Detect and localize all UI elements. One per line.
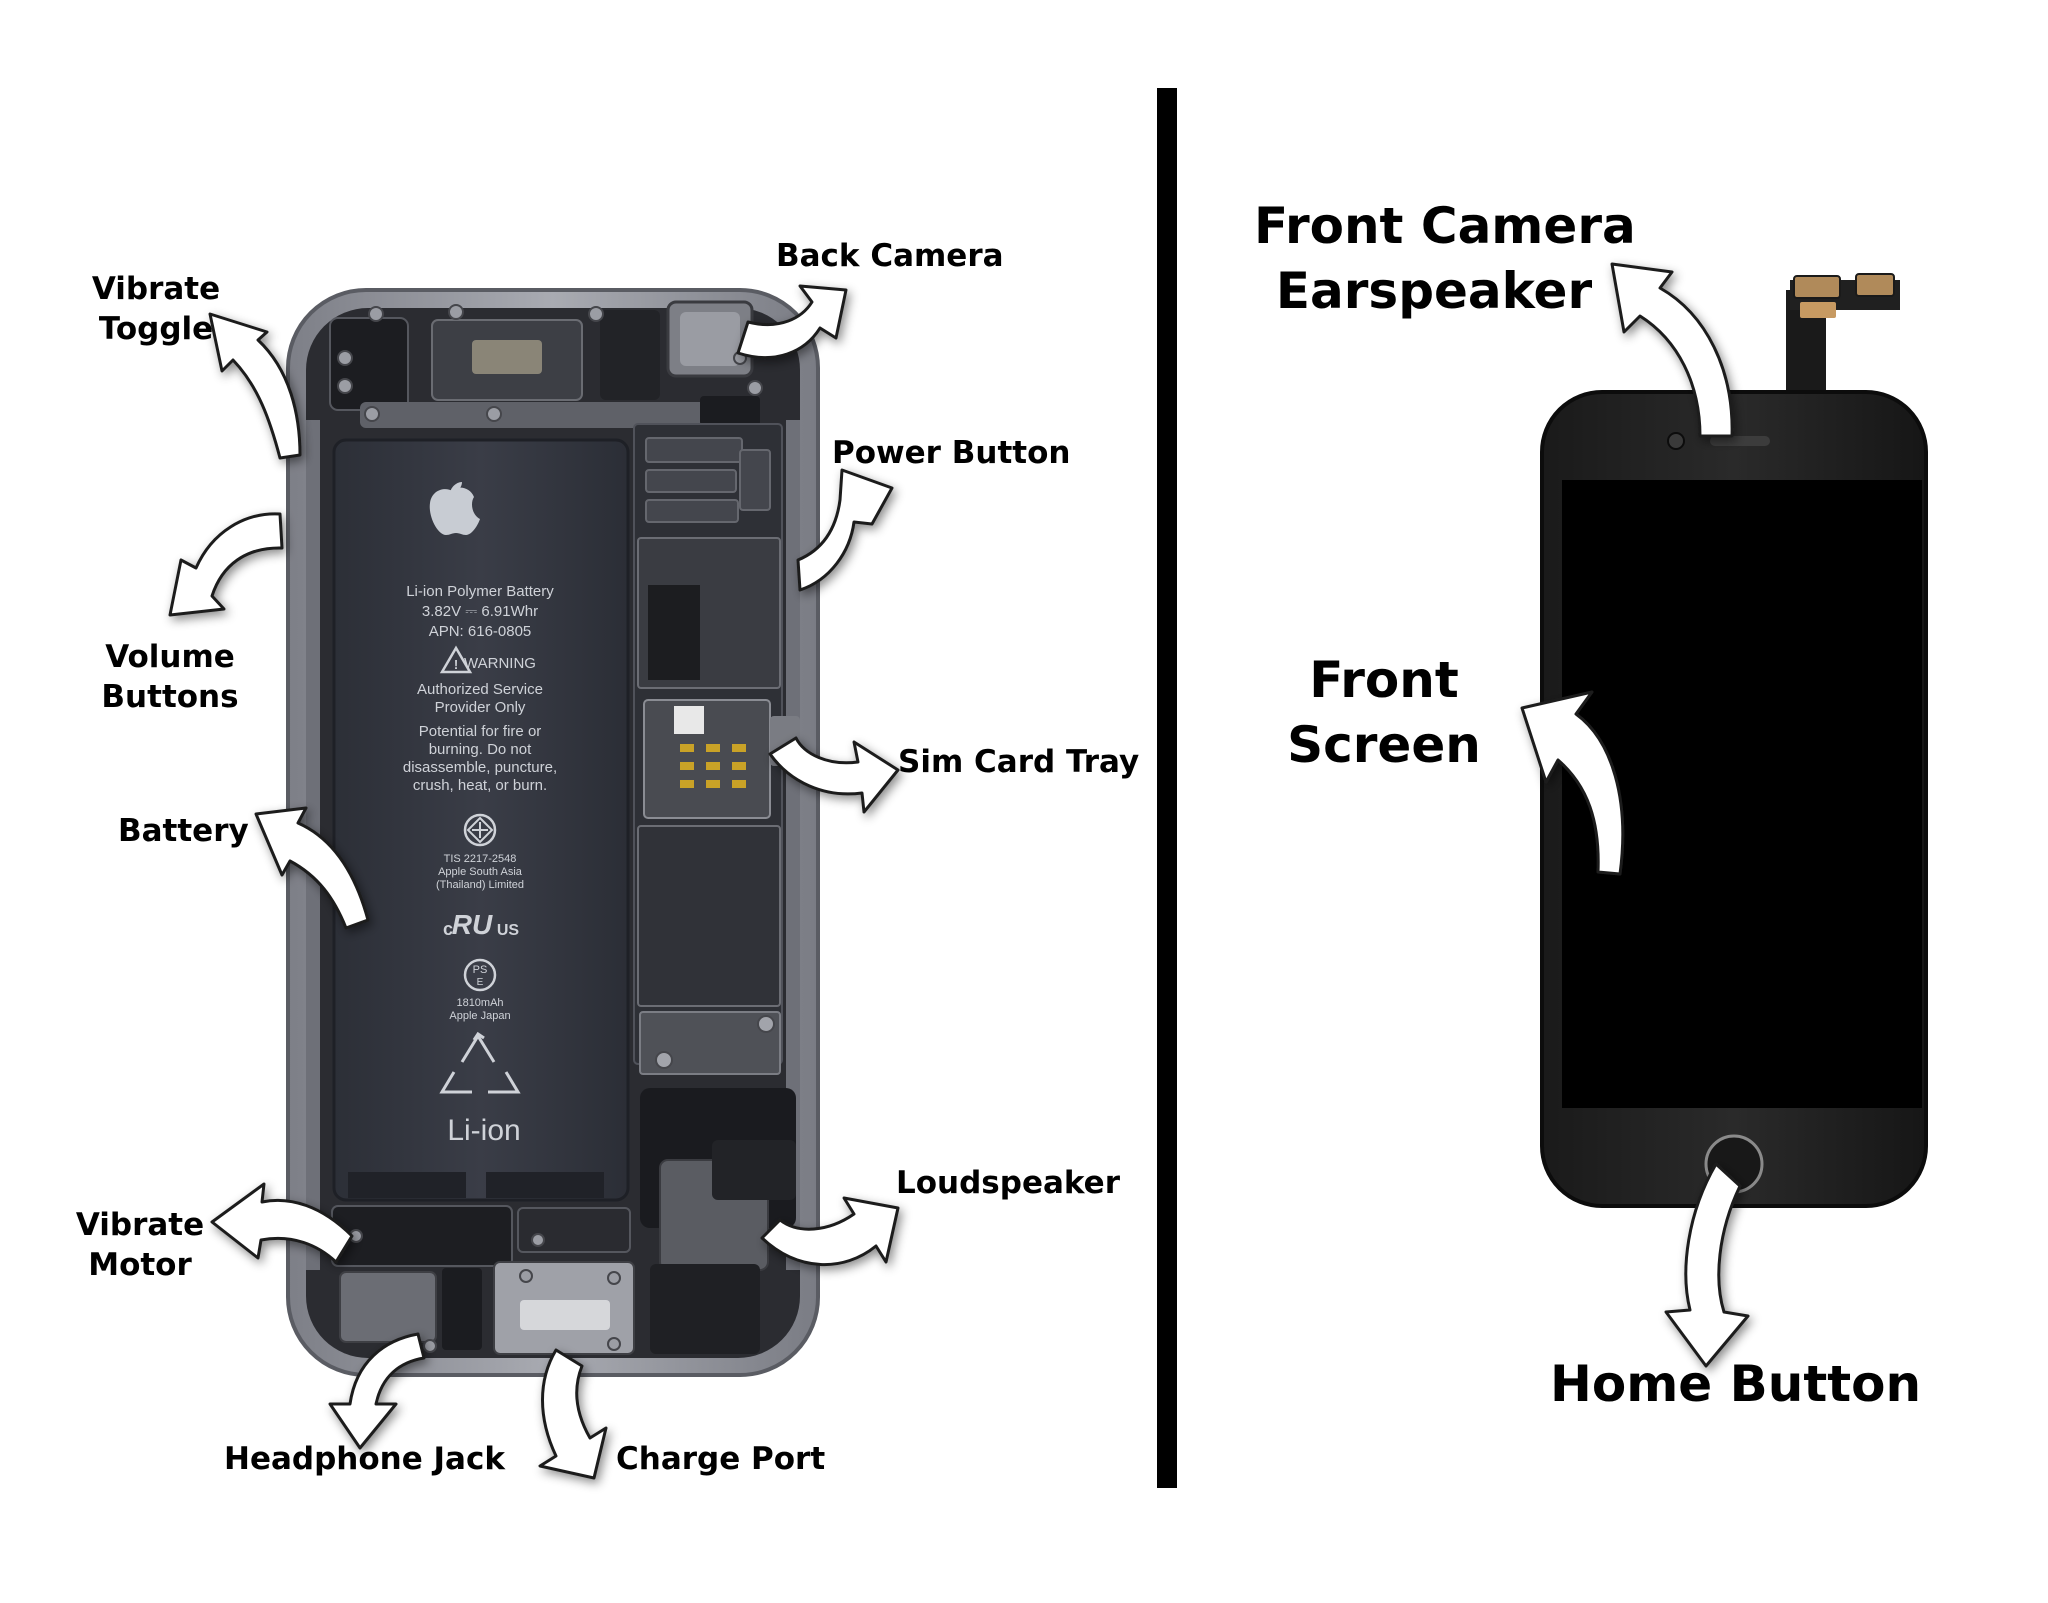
arrow-battery-icon [254,806,370,930]
battery-warning: WARNING [464,655,536,672]
label-back-camera: Back Camera [776,238,1004,274]
battery-mah: 1810mAh [456,997,503,1009]
label-vibrate-toggle: Vibrate Toggle [91,271,221,347]
arrow-vibrate-toggle-icon [208,312,302,460]
apple-logo-icon [429,482,480,535]
certification-mark-icon [463,813,497,847]
arrow-charge-port-icon [538,1348,608,1480]
arrow-vibrate-motor-icon [210,1182,354,1264]
label-vibrate-motor: Vibrate Motor [75,1207,205,1283]
arrow-power-button-icon [796,468,894,592]
callout-arrows [168,262,1750,1480]
headphone-jack-component [339,1271,437,1343]
battery-p-1: Potential for fire or [419,723,542,740]
warning-exclamation-icon: ! [454,657,458,672]
front-camera-icon [1667,432,1685,450]
battery-tis-2: Apple South Asia [438,866,523,878]
arrow-sim-card-tray-icon [768,736,900,814]
battery-japan: Apple Japan [449,1010,510,1022]
battery-liion: Li-ion [447,1114,520,1147]
arrow-front-screen-icon [1520,690,1625,876]
label-front-camera-earspeaker: Front Camera Earspeaker [1254,197,1636,320]
svg-text:PS: PS [473,964,488,976]
arrow-back-camera-icon [736,284,848,359]
label-charge-port: Charge Port [616,1441,826,1477]
svg-text:c: c [443,919,453,939]
label-headphone-jack: Headphone Jack [224,1441,505,1477]
battery-tis-1: TIS 2217-2548 [444,853,517,865]
label-power-button: Power Button [832,435,1071,471]
battery-line-3: APN: 616-0805 [429,623,532,640]
panel-divider [1157,88,1177,1488]
label-front-screen: Front Screen [1287,651,1481,774]
svg-text:E: E [477,977,484,988]
warning-triangle-icon [439,645,473,674]
sim-card-tray-component [643,699,771,819]
svg-text:US: US [497,922,520,939]
arrow-loudspeaker-icon [760,1196,900,1266]
battery-line-2: 3.82V ⎓ 6.91Whr [422,603,538,620]
earspeaker-slot [1710,436,1770,446]
label-loudspeaker: Loudspeaker [896,1165,1120,1201]
iphone-front [1540,273,1928,1208]
ul-recognized-icon: c RU US [443,909,519,940]
label-volume-buttons: Volume Buttons [101,639,239,715]
recycle-icon [439,1031,521,1094]
label-sim-card-tray: Sim Card Tray [898,744,1140,780]
battery-tis-3: (Thailand) Limited [436,879,524,891]
iphone-internals [286,288,820,1377]
arrow-front-camera-icon [1610,262,1734,438]
pse-mark-icon: PS E [463,958,497,992]
battery-auth-1: Authorized Service [417,681,543,698]
arrow-headphone-jack-icon [328,1332,426,1450]
label-home-button: Home Button [1550,1355,1922,1413]
front-screen-display [1562,480,1922,1108]
svg-text:RU: RU [452,909,493,940]
arrow-home-button-icon [1664,1162,1750,1368]
label-battery: Battery [118,813,249,849]
battery-line-1: Li-ion Polymer Battery [406,583,554,600]
arrow-volume-buttons-icon [168,512,284,617]
battery-auth-2: Provider Only [435,699,526,716]
battery-markings: Li-ion Polymer Battery 3.82V ⎓ 6.91Whr A… [403,482,557,1147]
battery-p-4: crush, heat, or burn. [413,777,547,794]
battery-p-3: disassemble, puncture, [403,759,557,776]
battery-p-2: burning. Do not [429,741,532,758]
